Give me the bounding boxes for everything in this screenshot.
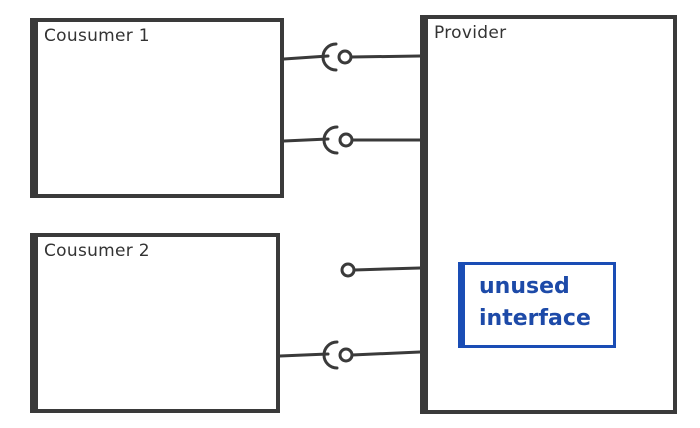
consumer-2-component: Cousumer 2 xyxy=(30,233,280,413)
consumer-1-component: Cousumer 1 xyxy=(30,18,284,198)
consumer-1-label: Cousumer 1 xyxy=(44,26,150,46)
provider-component: Provider xyxy=(420,15,677,414)
note-text: unused interface xyxy=(479,274,591,331)
lollipop-icon xyxy=(337,49,353,65)
unused-interface-note: unused interface xyxy=(458,262,616,348)
lollipop-icon xyxy=(340,262,356,278)
socket-icon xyxy=(322,125,339,155)
socket-icon xyxy=(322,340,339,370)
socket-icon xyxy=(321,42,338,72)
interface-connector-2 xyxy=(282,125,422,155)
interface-connector-1 xyxy=(282,42,422,72)
consumer-2-label: Cousumer 2 xyxy=(44,241,150,261)
interface-connector-4 xyxy=(278,340,422,370)
lollipop-icon xyxy=(338,347,354,363)
provider-label: Provider xyxy=(434,23,507,43)
lollipop-icon xyxy=(338,132,354,148)
unused-interface xyxy=(340,262,422,278)
